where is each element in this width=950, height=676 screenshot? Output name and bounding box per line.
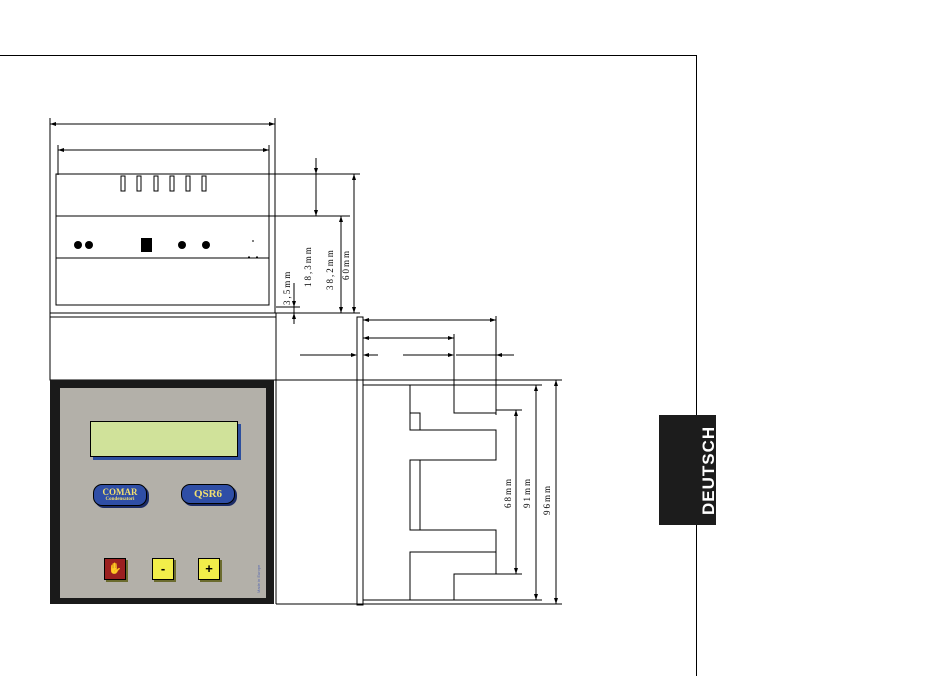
dim-label-68: 68mm <box>503 477 513 508</box>
terminal-slot <box>121 176 125 191</box>
terminal-slot <box>186 176 190 191</box>
qsr6-logo: QSR6 <box>181 484 235 504</box>
led-dot <box>202 241 210 249</box>
language-tab: DEUTSCH <box>659 415 716 525</box>
comar-logo: COMAR Condensatori <box>93 484 147 506</box>
minus-key[interactable]: - <box>152 558 174 580</box>
bezel-mid <box>50 317 276 380</box>
manual-hand-key[interactable]: ✋ <box>104 558 126 580</box>
dim-label-60: 60mm <box>341 249 351 280</box>
dim-label-96: 96mm <box>542 484 552 515</box>
terminal-slot <box>154 176 158 191</box>
made-in-label: Made in Europe <box>256 565 261 593</box>
led-dot <box>178 241 186 249</box>
lcd-display <box>90 421 238 457</box>
led-dot <box>85 241 93 249</box>
side-view-body <box>363 385 496 600</box>
hand-icon: ✋ <box>108 563 122 575</box>
language-tab-label: DEUTSCH <box>699 426 719 515</box>
terminal-slot <box>170 176 174 191</box>
dim-label-18-3: 18,3mm <box>303 245 313 287</box>
terminal-slot <box>202 176 206 191</box>
led-dot <box>74 241 82 249</box>
plus-key[interactable]: + <box>198 558 220 580</box>
front-panel-face: COMAR Condensatori QSR6 ✋ - + Made in Eu… <box>60 388 266 598</box>
dim-label-38-2: 38,2mm <box>325 248 335 290</box>
front-panel: COMAR Condensatori QSR6 ✋ - + Made in Eu… <box>50 380 274 604</box>
terminal-slot <box>137 176 141 191</box>
dim-label-91: 91mm <box>522 477 532 508</box>
dim-label-3-5: 3,5mm <box>282 270 292 305</box>
top-view-body <box>56 174 269 305</box>
bezel-side <box>50 313 276 317</box>
switch-block <box>141 238 152 252</box>
side-view-bezel <box>357 317 363 605</box>
